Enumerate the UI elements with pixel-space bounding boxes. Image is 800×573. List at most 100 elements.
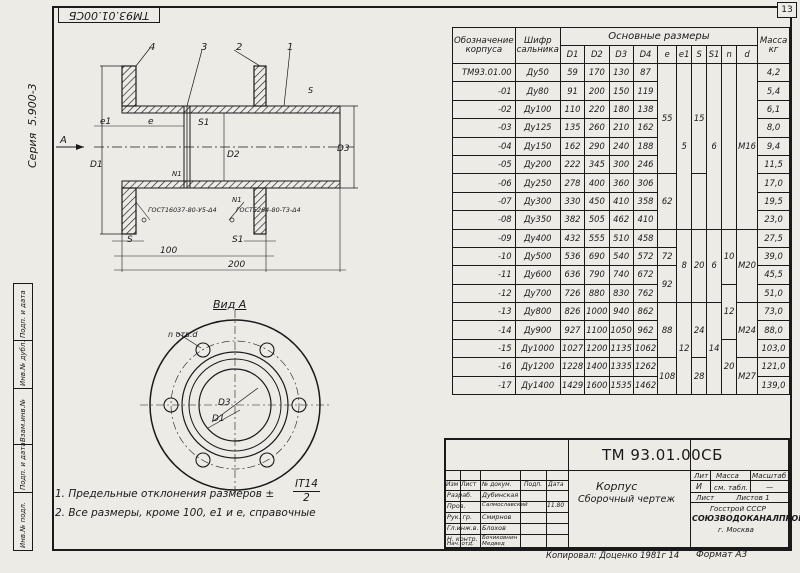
series-label: Серия 5.900-3 [26, 83, 39, 168]
table-cell: 300 [608, 154, 634, 175]
table-cell: -01 [452, 81, 516, 101]
section-view [56, 47, 358, 272]
table-cell: -17 [452, 375, 516, 396]
hdr-col: e1 [676, 45, 693, 64]
table-cell: 1135 [608, 338, 634, 359]
e1-label: e1 [100, 117, 112, 127]
table-cell: 382 [559, 210, 586, 230]
table-cell: 121,0 [757, 357, 790, 377]
table-cell: 880 [584, 283, 610, 304]
table-cell: 5,4 [757, 81, 790, 101]
table-cell: 28 [691, 357, 708, 396]
table-cell: 360 [608, 173, 634, 193]
side-stamp: Инв.№ подл. Подп. и дата Взам.инв.№ Инв.… [13, 283, 33, 551]
table-cell: -09 [452, 228, 516, 248]
table-cell: 240 [608, 136, 634, 156]
note-1: 1. Предельные отклонения размеров ± [55, 488, 275, 500]
side-stamp-cell: Взам.инв.№ [19, 398, 27, 442]
table-cell: 6,1 [757, 99, 790, 120]
table-cell: 11,5 [757, 154, 790, 175]
spec-table: Обозначение корпуса Шифр сальника Основн… [452, 27, 790, 396]
tolerance-fraction: IT14 2 [293, 478, 320, 504]
table-cell: -16 [452, 357, 516, 377]
holes-label: n отв.d [168, 330, 198, 339]
table-cell: Ду50 [514, 62, 561, 83]
table-cell: 17,0 [757, 173, 790, 193]
view-a-d3: D3 [218, 398, 231, 408]
table-cell: 826 [559, 302, 586, 322]
person: Бочиковнин [482, 535, 518, 541]
table-cell: 220 [584, 99, 610, 120]
hdr-col: e [657, 45, 678, 64]
d1-label: D1 [90, 160, 103, 170]
table-cell: Ду350 [514, 210, 561, 230]
table-cell: -02 [452, 99, 516, 120]
table-cell: 246 [632, 154, 659, 175]
grid-hdr: Лист [461, 481, 477, 488]
table-cell: 540 [608, 246, 634, 267]
table-cell: 672 [632, 265, 659, 285]
table-cell: 20 [721, 338, 738, 396]
view-a-d1: D1 [212, 414, 225, 424]
table-cell: Ду900 [514, 320, 561, 340]
table-cell: 135 [559, 118, 586, 138]
hdr-code: Шифр сальника [514, 27, 561, 64]
side-stamp-cell: Инв.№ подл. [19, 501, 27, 548]
d2-label: D2 [227, 150, 240, 160]
table-cell: 458 [632, 228, 659, 248]
hdr-mass: Масса [716, 471, 739, 480]
table-cell: -14 [452, 320, 516, 340]
table-cell: Ду700 [514, 283, 561, 304]
table-cell: 9,4 [757, 136, 790, 156]
table-cell: М24 [736, 302, 759, 359]
table-cell: 927 [559, 320, 586, 340]
table-cell: Ду150 [514, 136, 561, 156]
callout-3: 3 [201, 42, 208, 53]
table-cell [657, 228, 678, 248]
table-cell: 1535 [608, 375, 634, 396]
table-cell: 410 [608, 191, 634, 212]
table-cell: ТМ93.01.00 [452, 62, 516, 83]
table-cell: Ду1400 [514, 375, 561, 396]
table-cell: 110 [559, 99, 586, 120]
table-cell [721, 63, 738, 230]
table-cell: 92 [657, 265, 678, 304]
drawing-name-line2: Сборочный чертеж [578, 494, 676, 505]
callout-1: 1 [287, 42, 294, 53]
table-cell: Ду800 [514, 302, 561, 322]
table-cell: 12 [676, 302, 693, 396]
grid-hdr: Изм [446, 481, 459, 488]
s1-label: S1 [198, 118, 210, 128]
table-cell: Ду500 [514, 246, 561, 267]
table-cell: -07 [452, 191, 516, 212]
table-cell: 358 [632, 191, 659, 212]
table-cell: 940 [608, 302, 634, 322]
note-2: 2. Все размеры, кроме 100, e1 и e, справ… [55, 507, 316, 519]
table-cell: 23,0 [757, 210, 790, 230]
table-cell: 200 [584, 81, 610, 101]
table-cell: -08 [452, 210, 516, 230]
table-cell: -12 [452, 283, 516, 304]
table-cell: 150 [608, 81, 634, 101]
table-cell: 450 [584, 191, 610, 212]
table-cell: 24 [691, 302, 708, 359]
table-cell: 27,5 [757, 228, 790, 248]
mass-value: см. табл. [714, 483, 748, 492]
table-cell: 14 [706, 302, 723, 396]
table-cell: 278 [559, 173, 586, 193]
format-label: Формат А3 [696, 550, 748, 560]
table-cell: -05 [452, 154, 516, 175]
scale-value: — [766, 482, 774, 491]
d3-label: D3 [337, 144, 350, 154]
table-cell: -10 [452, 246, 516, 267]
table-cell: 690 [584, 246, 610, 267]
table-cell: 8 [676, 228, 693, 304]
table-cell: 15 [691, 62, 708, 175]
